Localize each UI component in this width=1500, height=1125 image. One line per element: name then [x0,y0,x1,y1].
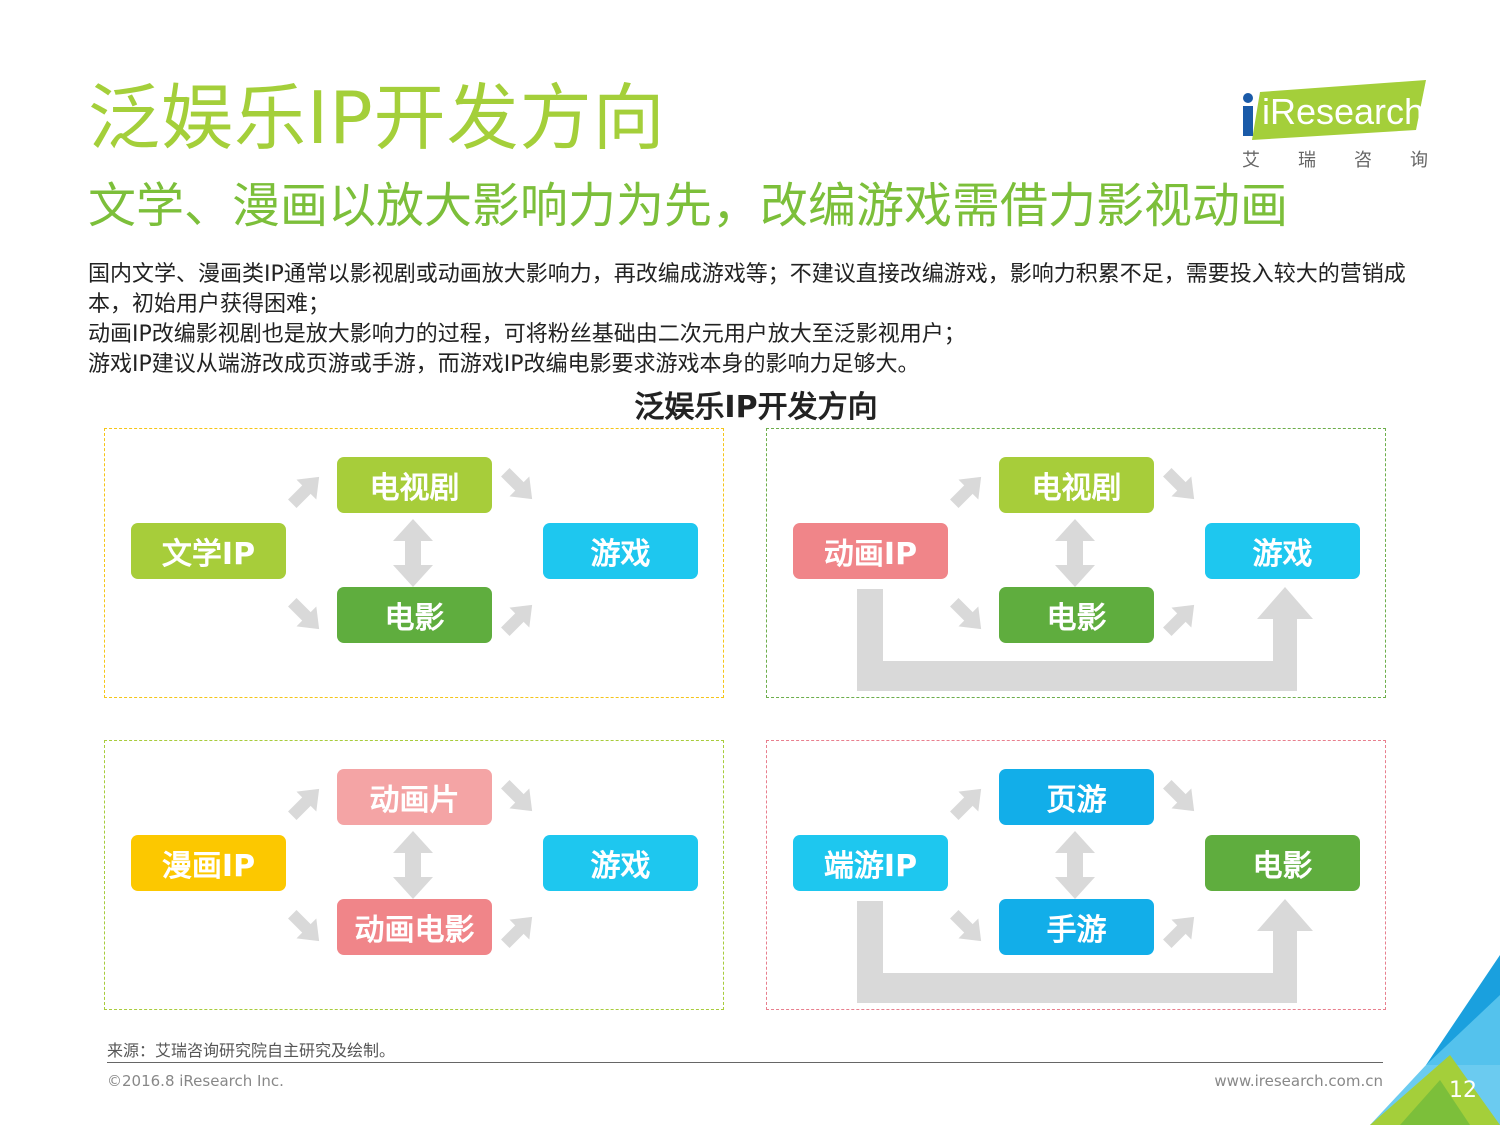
bottom-node: 手游 [999,899,1154,955]
diagram-title: 泛娱乐IP开发方向 [634,390,878,425]
panel-pc-game: 端游IP 页游 手游 电影 [766,740,1386,1010]
top-node: 动画片 [337,769,492,825]
top-node: 页游 [999,769,1154,825]
corner-decoration [1370,955,1500,1125]
logo-brand-text: iResearch [1262,91,1424,132]
panel-literature: 文学IP 电视剧 电影 游戏 [104,428,724,698]
panel-comics: 漫画IP 动画片 动画电影 游戏 [104,740,724,1010]
bottom-node: 动画电影 [337,899,492,955]
page-title: 泛娱乐IP开发方向 [88,76,666,160]
top-node: 电视剧 [999,457,1154,513]
logo-char: 艾 [1242,150,1260,171]
page-number: 12 [1449,1078,1477,1103]
logo-char: 询 [1410,150,1428,171]
paragraph-1: 国内文学、漫画类IP通常以影视剧或动画放大影响力，再改编成游戏等；不建议直接改编… [88,262,1406,317]
panel-arrows [288,780,533,948]
logo-char: 瑞 [1298,150,1316,171]
logo-chinese: 艾 瑞 咨 询 [1242,146,1428,172]
source-node: 文学IP [131,523,286,579]
panel-arrows [857,468,1313,691]
source-note: 来源：艾瑞咨询研究院自主研究及绘制。 [107,1041,396,1060]
target-node: 游戏 [543,835,698,891]
panel-animation: 动画IP 电视剧 电影 游戏 [766,428,1386,698]
copyright: ©2016.8 iResearch Inc. [107,1072,284,1090]
target-node: 游戏 [1205,523,1360,579]
page-subtitle: 文学、漫画以放大影响力为先，改编游戏需借力影视动画 [88,178,1289,234]
logo-char: 咨 [1354,150,1372,171]
bottom-node: 电影 [337,587,492,643]
website-link[interactable]: www.iresearch.com.cn [1214,1072,1383,1090]
paragraph-2: 动画IP改编影视剧也是放大影响力的过程，可将粉丝基础由二次元用户放大至泛影视用户… [88,322,966,347]
paragraph-3: 游戏IP建议从端游改成页游或手游，而游戏IP改编电影要求游戏本身的影响力足够大。 [88,352,920,377]
panel-arrows [857,780,1313,1003]
iresearch-logo: iResearch [1238,78,1428,173]
source-node: 端游IP [793,835,948,891]
footer-divider [107,1062,1383,1063]
top-node: 电视剧 [337,457,492,513]
bottom-node: 电影 [999,587,1154,643]
source-node: 动画IP [793,523,948,579]
panel-arrows [288,468,533,636]
target-node: 游戏 [543,523,698,579]
source-node: 漫画IP [131,835,286,891]
target-node: 电影 [1205,835,1360,891]
body-text: 国内文学、漫画类IP通常以影视剧或动画放大影响力，再改编成游戏等；不建议直接改编… [88,260,1428,380]
